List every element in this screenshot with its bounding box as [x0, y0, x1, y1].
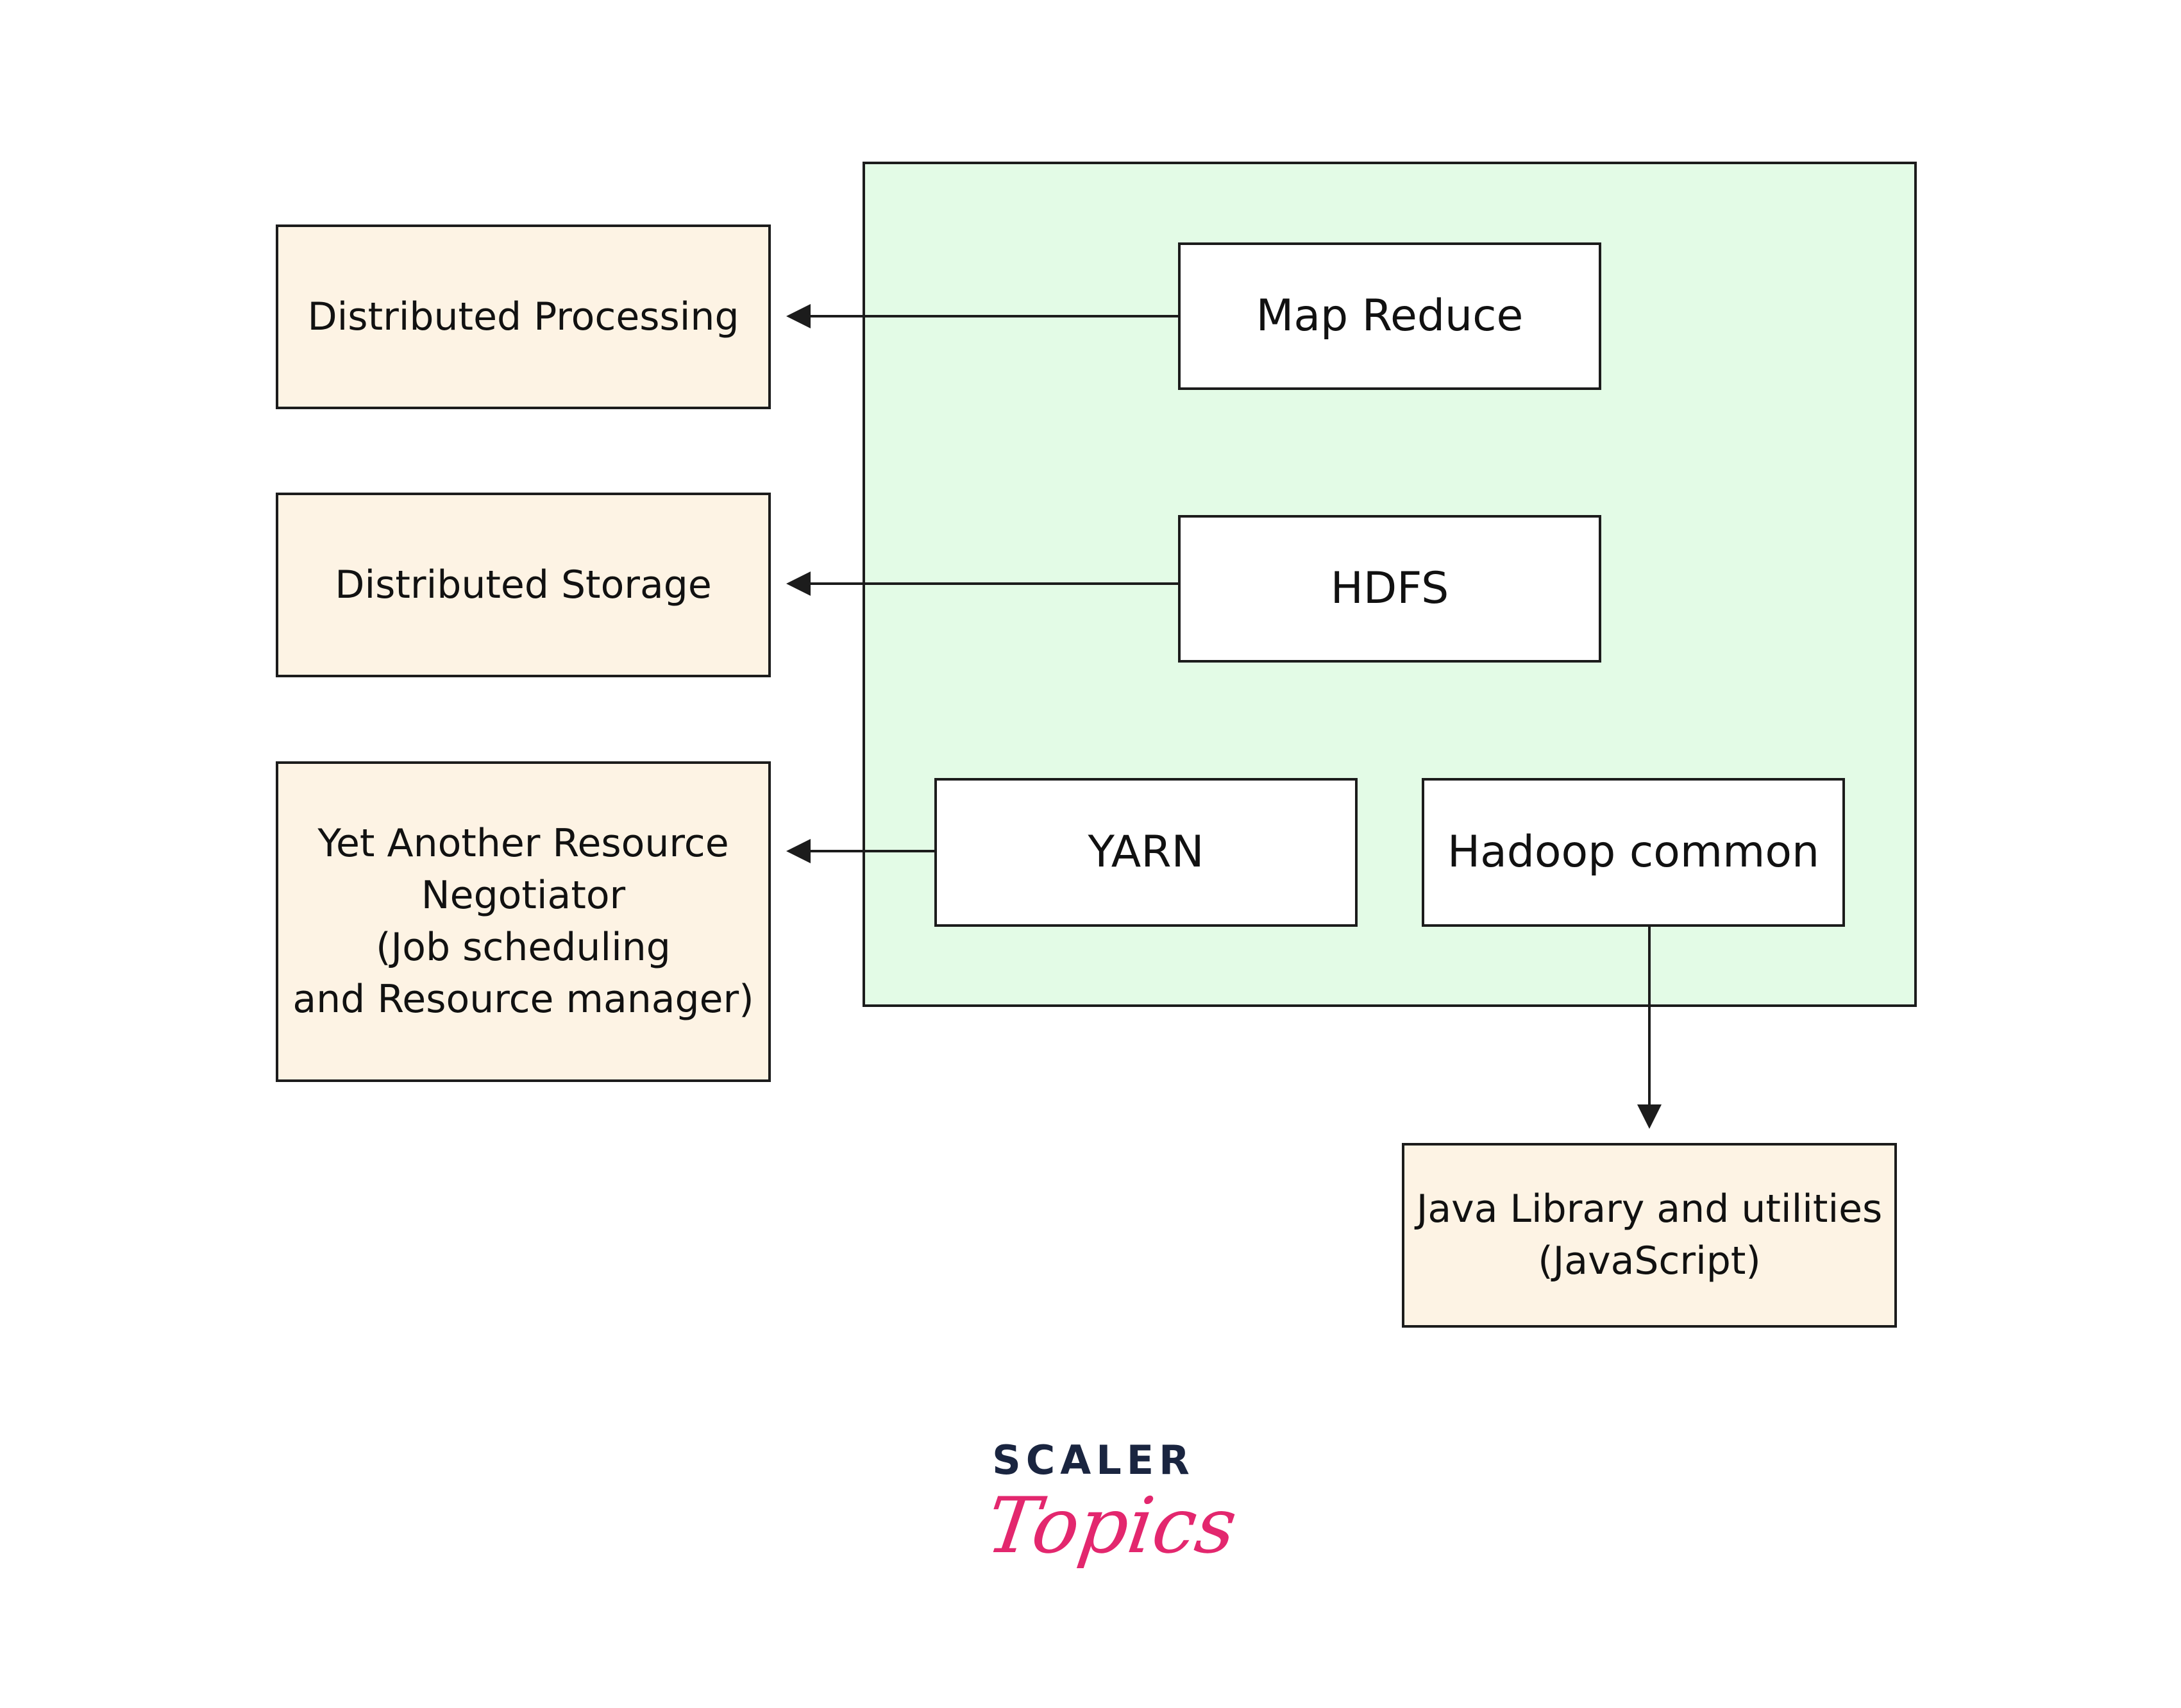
- java-library-line-1: Java Library and utilities: [1416, 1187, 1883, 1231]
- distributed-storage-label: Distributed Storage: [335, 562, 712, 607]
- distributed-processing-box: Distributed Processing: [276, 224, 771, 409]
- hadoop-common-label: Hadoop common: [1447, 826, 1820, 877]
- arrowhead-java: [1637, 1104, 1662, 1129]
- scaler-topics-logo: SCALER Topics: [981, 1437, 1242, 1603]
- arrowhead-processing: [786, 304, 811, 328]
- hdfs-box: HDFS: [1178, 515, 1601, 663]
- java-library-line-2: (JavaScript): [1538, 1239, 1761, 1283]
- java-library-box: Java Library and utilities (JavaScript): [1402, 1143, 1897, 1328]
- yarn-description-line-1: Yet Another Resource: [317, 821, 729, 866]
- arrowhead-storage: [786, 571, 811, 596]
- arrowhead-description: [786, 839, 811, 863]
- logo-word: SCALER: [992, 1437, 1195, 1484]
- logo-script: Topics: [981, 1482, 1242, 1571]
- yarn-label: YARN: [1088, 826, 1204, 877]
- yarn-description-label: Yet Another Resource Negotiator (Job sch…: [292, 818, 754, 1026]
- yarn-description-line-2: Negotiator: [421, 873, 626, 918]
- java-library-label: Java Library and utilities (JavaScript): [1417, 1183, 1883, 1287]
- yarn-description-line-4: and Resource manager): [292, 977, 754, 1022]
- yarn-description-box: Yet Another Resource Negotiator (Job sch…: [276, 761, 771, 1082]
- map-reduce-box: Map Reduce: [1178, 242, 1601, 390]
- hadoop-common-box: Hadoop common: [1422, 778, 1845, 927]
- distributed-storage-box: Distributed Storage: [276, 493, 771, 677]
- yarn-box: YARN: [934, 778, 1358, 927]
- map-reduce-label: Map Reduce: [1256, 290, 1524, 341]
- distributed-processing-label: Distributed Processing: [307, 294, 739, 339]
- yarn-description-line-3: (Job scheduling: [376, 925, 671, 970]
- hdfs-label: HDFS: [1330, 562, 1449, 614]
